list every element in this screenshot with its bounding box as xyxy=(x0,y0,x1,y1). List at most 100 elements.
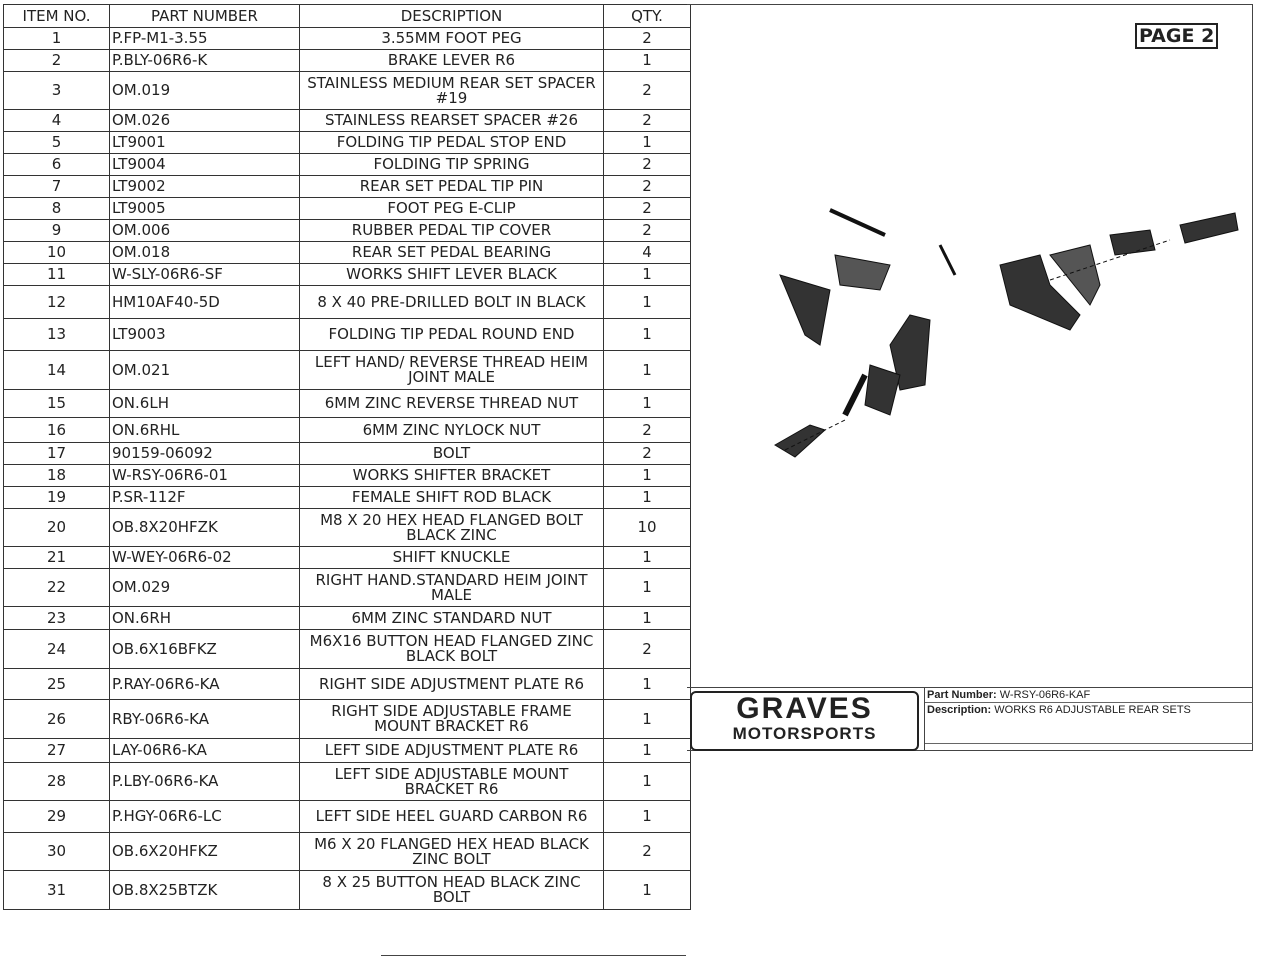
cell-desc: LEFT SIDE HEEL GUARD CARBON R6 xyxy=(299,800,604,833)
cell-qty: 2 xyxy=(603,109,691,132)
cell-item: 22 xyxy=(3,568,110,607)
cell-desc: 6MM ZINC NYLOCK NUT xyxy=(299,417,604,443)
cell-item: 11 xyxy=(3,263,110,286)
cell-item: 30 xyxy=(3,832,110,871)
cell-part: LT9001 xyxy=(109,131,300,154)
cell-qty: 2 xyxy=(603,832,691,871)
cell-qty: 1 xyxy=(603,486,691,509)
cell-part: P.SR-112F xyxy=(109,486,300,509)
page-label: PAGE 2 xyxy=(1135,23,1219,49)
cell-qty: 1 xyxy=(603,870,691,910)
header-part-number: PART NUMBER xyxy=(109,4,300,28)
cell-part: P.BLY-06R6-K xyxy=(109,49,300,72)
cell-item: 17 xyxy=(3,442,110,465)
cell-part: OM.019 xyxy=(109,71,300,110)
cell-part: P.HGY-06R6-LC xyxy=(109,800,300,833)
title-info: Part Number: W-RSY-06R6-KAF Description:… xyxy=(924,688,1253,750)
header-item-no: ITEM NO. xyxy=(3,4,110,28)
cell-desc: STAINLESS REARSET SPACER #26 xyxy=(299,109,604,132)
description-field: Description: WORKS R6 ADJUSTABLE REAR SE… xyxy=(925,703,1253,744)
cell-item: 5 xyxy=(3,131,110,154)
cell-desc: FEMALE SHIFT ROD BLACK xyxy=(299,486,604,509)
cell-item: 31 xyxy=(3,870,110,910)
cell-part: OB.8X25BTZK xyxy=(109,870,300,910)
cell-desc: M6 X 20 FLANGED HEX HEAD BLACK ZINC BOLT xyxy=(299,832,604,871)
cell-item: 7 xyxy=(3,175,110,198)
cell-qty: 1 xyxy=(603,699,691,739)
cell-part: LT9002 xyxy=(109,175,300,198)
drawing-sheet xyxy=(687,4,1253,751)
cell-item: 19 xyxy=(3,486,110,509)
cell-desc: BRAKE LEVER R6 xyxy=(299,49,604,72)
cell-desc: FOLDING TIP PEDAL ROUND END xyxy=(299,318,604,351)
cell-desc: RIGHT HAND.STANDARD HEIM JOINT MALE xyxy=(299,568,604,607)
cell-item: 12 xyxy=(3,285,110,319)
cell-part: OM.021 xyxy=(109,350,300,390)
cell-qty: 2 xyxy=(603,219,691,242)
cell-desc: RIGHT SIDE ADJUSTMENT PLATE R6 xyxy=(299,668,604,700)
part-number-field: Part Number: W-RSY-06R6-KAF xyxy=(925,688,1253,703)
cell-part: HM10AF40-5D xyxy=(109,285,300,319)
cell-qty: 1 xyxy=(603,318,691,351)
cell-part: ON.6RH xyxy=(109,606,300,630)
cell-item: 13 xyxy=(3,318,110,351)
cell-part: ON.6LH xyxy=(109,389,300,418)
cell-qty: 2 xyxy=(603,153,691,176)
cell-part: OB.8X20HFZK xyxy=(109,508,300,547)
cell-desc: 8 X 40 PRE-DRILLED BOLT IN BLACK xyxy=(299,285,604,319)
cell-desc: 6MM ZINC REVERSE THREAD NUT xyxy=(299,389,604,418)
table-header-row: ITEM NO. PART NUMBER DESCRIPTION QTY. xyxy=(3,4,691,28)
cell-part: RBY-06R6-KA xyxy=(109,699,300,739)
cell-part: P.LBY-06R6-KA xyxy=(109,762,300,801)
cell-part: P.FP-M1-3.55 xyxy=(109,27,300,50)
cell-part: OB.6X16BFKZ xyxy=(109,629,300,669)
cell-qty: 1 xyxy=(603,606,691,630)
cell-desc: 3.55MM FOOT PEG xyxy=(299,27,604,50)
cell-part: OM.018 xyxy=(109,241,300,264)
cell-item: 24 xyxy=(3,629,110,669)
cell-part: LT9003 xyxy=(109,318,300,351)
header-description: DESCRIPTION xyxy=(299,4,604,28)
part-number-value: W-RSY-06R6-KAF xyxy=(999,689,1091,701)
cell-part: P.RAY-06R6-KA xyxy=(109,668,300,700)
cell-qty: 2 xyxy=(603,442,691,465)
cell-desc: 8 X 25 BUTTON HEAD BLACK ZINC BOLT xyxy=(299,870,604,910)
cell-item: 3 xyxy=(3,71,110,110)
cell-item: 4 xyxy=(3,109,110,132)
cell-desc: BOLT xyxy=(299,442,604,465)
cell-desc: 6MM ZINC STANDARD NUT xyxy=(299,606,604,630)
cell-desc: LEFT HAND/ REVERSE THREAD HEIM JOINT MAL… xyxy=(299,350,604,390)
cell-qty: 2 xyxy=(603,27,691,50)
cell-part: LT9005 xyxy=(109,197,300,220)
cell-part: W-WEY-06R6-02 xyxy=(109,546,300,569)
cell-part: W-SLY-06R6-SF xyxy=(109,263,300,286)
cell-qty: 1 xyxy=(603,263,691,286)
cell-part: 90159-06092 xyxy=(109,442,300,465)
cell-part: OM.029 xyxy=(109,568,300,607)
cell-item: 15 xyxy=(3,389,110,418)
cell-item: 1 xyxy=(3,27,110,50)
cell-desc: RUBBER PEDAL TIP COVER xyxy=(299,219,604,242)
cell-qty: 1 xyxy=(603,285,691,319)
cell-item: 10 xyxy=(3,241,110,264)
cell-item: 6 xyxy=(3,153,110,176)
